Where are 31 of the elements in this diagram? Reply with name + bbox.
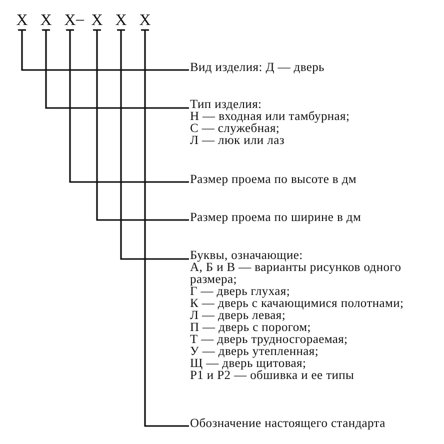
code-letter: Х <box>15 13 29 29</box>
description-text: Размер проема по ширине в дм <box>190 211 435 223</box>
leader-line <box>140 29 190 427</box>
list-item: Щ — дверь щитовая; <box>190 357 306 369</box>
list-item: А, Б и В — варианты рисунков одного размера; <box>190 261 402 285</box>
leader-line <box>116 29 190 260</box>
code-letter: Х <box>39 13 53 29</box>
leader-line <box>92 29 190 221</box>
list-item: К — дверь с качающимися полотнами; <box>190 297 405 309</box>
separator-dash: – <box>76 12 84 28</box>
description-text: Размер проема по высоте в дм <box>190 173 435 185</box>
code-letter: Х <box>114 13 128 29</box>
list-item: Т — дверь трудносгораемая; <box>190 333 349 345</box>
list-item: С — служебная; <box>190 122 281 134</box>
group-heading: Тип изделия: <box>190 98 263 110</box>
group-heading: Буквы, означающие: <box>190 249 304 261</box>
list-item: Г — дверь глухая; <box>190 285 292 297</box>
list-item: Н — входная или тамбурная; <box>190 110 351 122</box>
code-letter: Х <box>90 13 104 29</box>
code-letter: Х <box>63 13 77 29</box>
description-text: Вид изделия: Д — дверь <box>190 61 435 73</box>
leader-line <box>41 29 190 109</box>
leader-line <box>65 29 190 183</box>
list-item: Р1 и Р2 — обшивка и ее типы <box>190 369 356 381</box>
code-letter: Х <box>138 13 152 29</box>
description-text: Обозначение настоящего стандарта <box>190 417 435 429</box>
list-item: П — дверь с порогом; <box>190 321 312 333</box>
leader-line <box>17 29 190 71</box>
list-item: У — дверь утепленная; <box>190 345 318 357</box>
list-item: Л — люк или лаз <box>190 134 286 146</box>
list-item: Л — дверь левая; <box>190 309 286 321</box>
